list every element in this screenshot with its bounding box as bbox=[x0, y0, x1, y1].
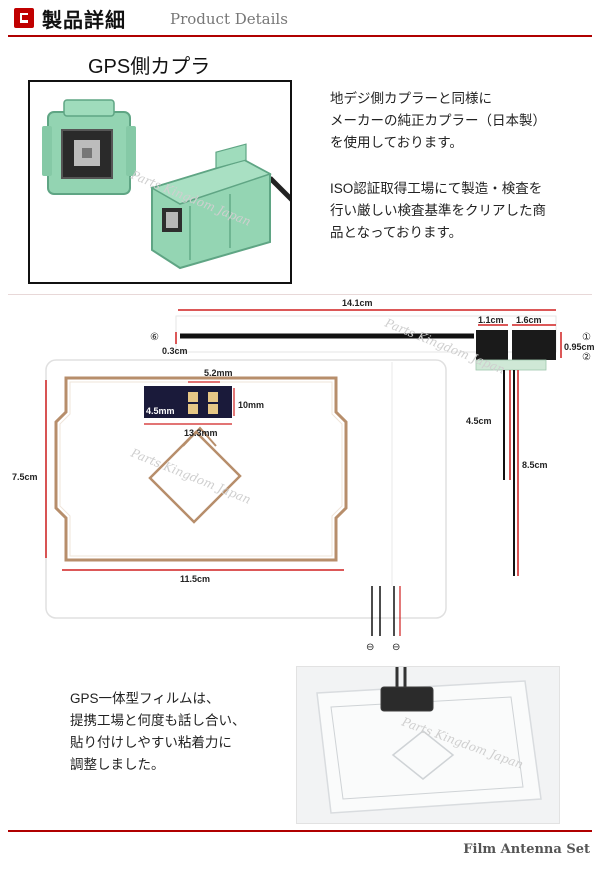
dim-tip: 0.3cm bbox=[162, 346, 188, 356]
dim-module-length: 13.3mm bbox=[184, 428, 218, 438]
dim-seg-a: 1.1cm bbox=[478, 315, 504, 325]
coupler-front-image bbox=[42, 99, 136, 195]
dim-film-width: 11.5cm bbox=[180, 574, 210, 584]
section-icon bbox=[14, 8, 34, 28]
coupler-desc2-line: 品となっております。 bbox=[330, 225, 463, 240]
dim-seg-b: 1.6cm bbox=[516, 315, 542, 325]
header-rule bbox=[8, 35, 592, 37]
dim-lead-a: 4.5cm bbox=[466, 416, 492, 426]
film-photo-illustration: Parts Kingdom Japan bbox=[316, 667, 542, 814]
dim-film-height: 7.5cm bbox=[12, 472, 38, 482]
footer-rule bbox=[8, 830, 592, 832]
film-desc-line: 調整しました。 bbox=[70, 757, 165, 772]
marker-right-top: ① bbox=[582, 332, 591, 343]
coupler-desc2-line: ISO認証取得工場にて製造・検査を bbox=[330, 181, 543, 196]
connector-block-b bbox=[512, 330, 556, 360]
antenna-film bbox=[45, 359, 447, 636]
marker-bottom-a: ⊖ bbox=[366, 642, 374, 653]
dim-lead-b: 8.5cm bbox=[522, 460, 548, 470]
coupler-desc1-line: 地デジ側カプラーと同様に bbox=[330, 91, 492, 106]
coupler-description-1: 地デジ側カプラーと同様に メーカーの純正カプラー（日本製） を使用しております。 bbox=[330, 88, 546, 154]
coupler-side-image bbox=[150, 143, 294, 270]
footer-label: Film Antenna Set bbox=[463, 842, 590, 857]
dim-module-side: 4.5mm bbox=[146, 406, 175, 416]
section-divider bbox=[8, 294, 592, 295]
marker-right-bottom: ② bbox=[582, 352, 591, 363]
film-desc-line: 貼り付けしやすい粘着力に bbox=[70, 735, 232, 750]
film-photo: Parts Kingdom Japan bbox=[296, 666, 560, 824]
coupler-description-2: ISO認証取得工場にて製造・検査を 行い厳しい検査基準をクリアした商 品となって… bbox=[330, 178, 546, 244]
marker-bottom-b: ⊖ bbox=[392, 642, 400, 653]
coupler-illustration: Parts Kingdom Japan bbox=[42, 99, 294, 270]
dim-length-total: 14.1cm bbox=[342, 298, 373, 308]
coupler-title: GPS側カプラ bbox=[88, 56, 211, 78]
diagram-watermark: Parts Kingdom Japan bbox=[128, 445, 253, 506]
connector-block-a bbox=[476, 330, 508, 360]
dim-module-width: 5.2mm bbox=[204, 368, 233, 378]
film-description: GPS一体型フィルムは、 提携工場と何度も話し合い、 貼り付けしやすい粘着力に … bbox=[70, 688, 246, 776]
coupler-desc2-line: 行い厳しい検査基準をクリアした商 bbox=[330, 203, 546, 218]
page-title: 製品詳細 bbox=[42, 8, 126, 32]
page-subtitle: Product Details bbox=[170, 10, 288, 28]
marker-left: ⑥ bbox=[150, 332, 159, 343]
film-antenna-diagram: 14.1cm 1.1cm 1.6cm 0.3cm 0.95cm 5.2mm 10… bbox=[12, 298, 595, 653]
antenna-strip bbox=[175, 309, 562, 576]
dim-tab-height: 0.95cm bbox=[564, 342, 595, 352]
dim-module-height: 10mm bbox=[238, 400, 264, 410]
coupler-desc1-line: を使用しております。 bbox=[330, 135, 463, 150]
film-desc-line: 提携工場と何度も話し合い、 bbox=[70, 713, 246, 728]
coupler-desc1-line: メーカーの純正カプラー（日本製） bbox=[330, 113, 546, 128]
coupler-photo-frame: Parts Kingdom Japan bbox=[28, 80, 294, 284]
film-desc-line: GPS一体型フィルムは、 bbox=[70, 691, 220, 706]
